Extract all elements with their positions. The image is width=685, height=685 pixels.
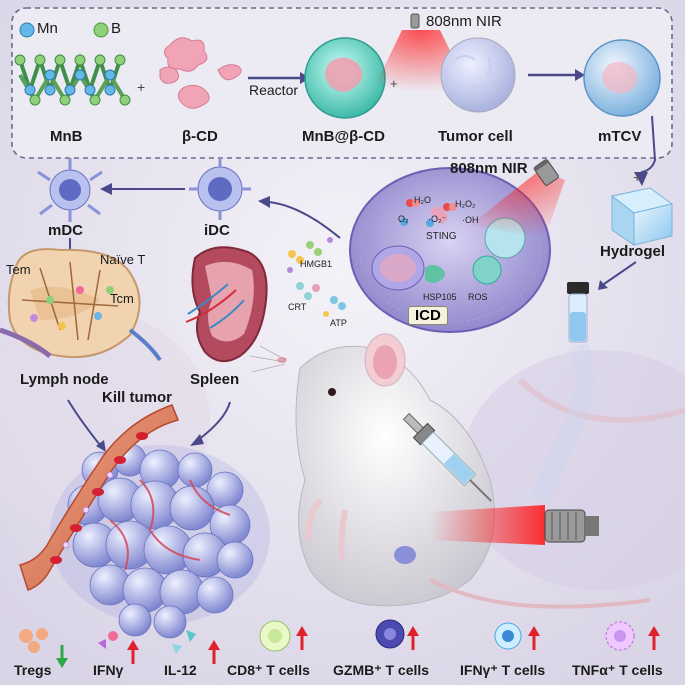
mdc-label: mDC: [48, 222, 84, 239]
spleen-to-tumor-arrow: [197, 401, 231, 441]
h2o-label: H₂O: [414, 195, 431, 205]
mnb-structure: [14, 53, 131, 106]
laser-head-mouse: [544, 509, 599, 543]
icd-label: ICD: [408, 306, 448, 325]
laser-head-top: [410, 13, 420, 29]
node-to-tumor-arrow: [67, 399, 101, 446]
idc-label: iDC: [204, 222, 230, 239]
lymph-node: [0, 248, 162, 362]
vial-arrow: [603, 261, 637, 285]
o2-radical-label: ·O₂⁻: [428, 214, 447, 224]
tem-label: Tem: [6, 262, 31, 277]
hydrogel-arrow: [639, 115, 657, 177]
laser-head-cell: [533, 158, 559, 186]
composite-label: MnB@β-CD: [302, 128, 385, 145]
nir-cell-label: 808nm NIR: [450, 160, 528, 177]
hydrogel-label: Hydrogel: [600, 243, 666, 260]
mdc-icon: [37, 158, 103, 222]
tcm-label: Tcm: [110, 291, 134, 306]
tregs-label: Tregs: [14, 662, 52, 678]
ros-label: ROS: [468, 292, 488, 302]
gzmb-label: GZMB⁺ T cells: [333, 662, 430, 678]
atp-label: ATP: [330, 318, 347, 328]
damp-particles: [287, 237, 346, 317]
tumor-cell-label: Tumor cell: [438, 128, 513, 145]
ifng-label: IFNγ: [93, 662, 124, 678]
nir-top-label: 808nm NIR: [426, 13, 502, 30]
mnb-label: MnB: [50, 128, 83, 145]
b-legend-dot: [93, 22, 109, 38]
b-legend-label: B: [111, 20, 122, 37]
kill-tumor-label: Kill tumor: [102, 389, 172, 406]
svg-text:+: +: [390, 76, 398, 91]
naive-t-label: Naïve T: [100, 252, 146, 267]
ifng-t-label: IFNγ⁺ T cells: [460, 662, 546, 678]
idc-icon: [189, 158, 251, 220]
nir-beam-mouse: [430, 505, 545, 545]
bcd-label: β-CD: [182, 128, 218, 145]
sting-label: STING: [426, 231, 457, 242]
spleen: [185, 246, 268, 363]
il12-label: IL-12: [164, 662, 197, 678]
lymph-node-label: Lymph node: [20, 371, 109, 388]
spleen-label: Spleen: [190, 371, 240, 388]
hydrogel-cube: [610, 187, 674, 246]
icd-to-idc-arrow: [267, 201, 341, 239]
hmgb1-label: HMGB1: [300, 259, 333, 269]
cd8-label: CD8⁺ T cells: [227, 662, 310, 678]
hsp-label: HSP105: [423, 292, 457, 302]
tumor-cell-icon: [440, 37, 516, 113]
blood-vessel: [19, 404, 180, 591]
mn-legend-dot: [19, 22, 35, 38]
mtcv-label: mTCV: [598, 128, 642, 145]
h2o2-label: H₂O₂: [455, 199, 476, 209]
o2-label: O₂: [398, 214, 409, 224]
syringe: [402, 412, 492, 502]
regulation-arrows: [56, 626, 660, 668]
reactor-label: Reactor: [249, 82, 299, 98]
bottom-icons: [19, 619, 635, 654]
crt-label: CRT: [288, 302, 307, 312]
hydrogel-vial: [567, 282, 589, 343]
svg-text:+: +: [633, 169, 641, 185]
plus-sign: +: [137, 79, 145, 95]
mn-legend-label: Mn: [37, 20, 58, 37]
tnfa-t-label: TNFα⁺ T cells: [572, 662, 663, 678]
nir-beam-cell: [470, 170, 565, 238]
ros-molecules: [400, 199, 457, 227]
oh-label: ·OH: [462, 215, 479, 225]
mouse: [249, 333, 651, 609]
beta-cd-molecules: [159, 37, 242, 109]
